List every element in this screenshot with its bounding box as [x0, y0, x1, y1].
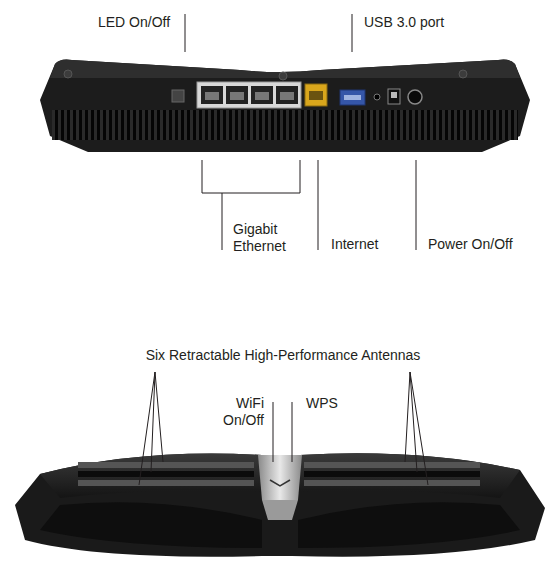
callout-label: LED On/Off — [98, 14, 188, 31]
callout-label: Power On/Off — [428, 236, 548, 253]
router-front-view — [15, 453, 545, 556]
callout-label: WiFi On/Off — [206, 395, 264, 429]
leader-lines — [139, 14, 428, 485]
callout-label: Six Retractable High-Performance Antenna… — [128, 347, 438, 364]
callout-label: USB 3.0 port — [364, 14, 474, 31]
callout-label: Internet — [331, 236, 421, 253]
callout-label: WPS — [306, 395, 366, 412]
callout-label: Gigabit Ethernet — [233, 221, 303, 255]
router-back-view — [40, 60, 530, 153]
